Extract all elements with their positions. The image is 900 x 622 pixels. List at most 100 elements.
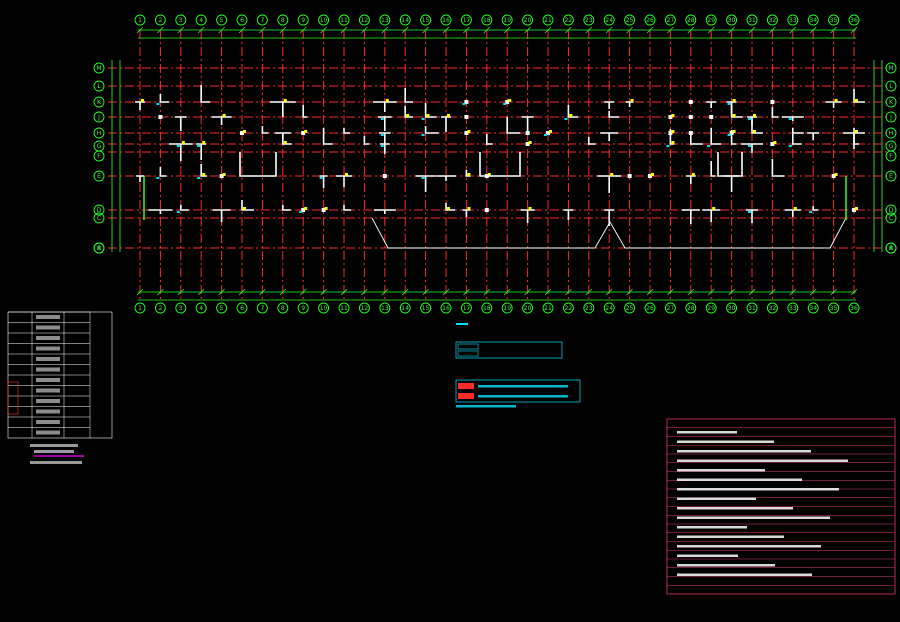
- dimension-tick: [218, 288, 225, 296]
- dimension-tick: [789, 26, 797, 34]
- bottom-axis-bubble-label: 7: [260, 305, 264, 312]
- dimension-tick: [809, 288, 817, 296]
- bottom-axis-bubble-label: 3: [179, 305, 183, 312]
- wall-segment: [792, 134, 802, 145]
- column-hatch: [243, 207, 246, 210]
- legend-swatch: [457, 343, 479, 350]
- left-row-bubble-label: D: [97, 207, 102, 214]
- dimension-tick: [707, 288, 715, 296]
- column-hatch: [855, 99, 858, 102]
- top-axis-bubble-label: 4: [199, 17, 203, 24]
- top-axis-bubble-label: 29: [707, 17, 715, 24]
- right-row-bubble: [885, 96, 897, 108]
- left-row-bubble: [93, 242, 105, 254]
- wall-segment: [751, 120, 763, 134]
- column: [158, 115, 163, 119]
- table-cell-text-mark: [36, 399, 60, 403]
- column-hatch: [753, 130, 756, 133]
- top-axis-bubble: [787, 14, 799, 26]
- wall-segment: [746, 209, 758, 223]
- bottom-axis-bubble: [705, 302, 717, 314]
- column-hatch: [283, 141, 287, 144]
- notes-text-mark: [677, 573, 812, 576]
- bottom-axis-bubble: [522, 302, 534, 314]
- bottom-axis-bubble: [297, 302, 309, 314]
- column-hatch: [834, 173, 838, 176]
- top-axis-bubble: [726, 14, 738, 26]
- dimension-tick: [585, 288, 593, 296]
- wall-segment: [604, 101, 615, 109]
- column-hatch: [426, 114, 430, 117]
- wall-segment: [597, 175, 622, 193]
- left-row-bubble: [93, 212, 105, 224]
- right-row-bubble: [885, 170, 897, 182]
- dimension-tick: [320, 26, 327, 34]
- column: [648, 174, 652, 178]
- column-hatch: [467, 173, 471, 176]
- legend-box-2: [455, 379, 581, 403]
- dimension-tick: [259, 26, 266, 34]
- column: [668, 115, 673, 119]
- column: [688, 100, 693, 104]
- column-hatch: [610, 173, 614, 176]
- left-row-bubble-label: L: [97, 83, 101, 90]
- wall-segment: [741, 143, 763, 153]
- wall-segment: [706, 101, 717, 108]
- bottom-axis-bubble: [501, 302, 513, 314]
- bottom-axis-bubble-label: 10: [320, 305, 328, 312]
- bottom-axis-bubble: [338, 302, 350, 314]
- wall-segment: [377, 116, 392, 131]
- top-axis-bubble: [236, 14, 248, 26]
- bottom-axis-bubble-label: 1: [138, 305, 142, 312]
- top-axis-bubble: [746, 14, 758, 26]
- rebar-mark: [788, 118, 792, 120]
- dimension-tick: [157, 288, 164, 296]
- left-row-bubble-label: E: [97, 173, 101, 180]
- wall-segment: [784, 209, 801, 217]
- rebar-mark: [421, 177, 425, 179]
- top-axis-bubble-label: 27: [667, 17, 675, 24]
- bottom-axis-bubble-label: 31: [748, 305, 756, 312]
- top-axis-bubble-label: 1: [138, 17, 142, 24]
- top-axis-bubble-label: 24: [605, 17, 613, 24]
- table-side-tag: [7, 381, 19, 415]
- wall-segment: [261, 126, 269, 134]
- wall-segment: [825, 101, 842, 108]
- stair-wall: [479, 152, 521, 177]
- top-axis-bubble-label: 28: [687, 17, 695, 24]
- top-axis-bubble-label: 26: [646, 17, 654, 24]
- wall-segment: [269, 101, 296, 117]
- column-hatch: [467, 207, 471, 210]
- top-axis-bubble-label: 36: [850, 17, 858, 24]
- top-axis-bubble-label: 6: [240, 17, 244, 24]
- legend-panel: [455, 323, 581, 408]
- dimension-tick: [442, 26, 450, 34]
- dimension-tick: [238, 288, 246, 296]
- bottom-axis-bubble-label: 36: [850, 305, 858, 312]
- column: [627, 174, 632, 178]
- notes-panel: [666, 418, 896, 595]
- bottom-axis-bubble-label: 33: [789, 305, 797, 312]
- bottom-axis-bubble-label: 13: [381, 305, 389, 312]
- wall-segment: [702, 209, 721, 222]
- wall-segment: [322, 128, 333, 145]
- wall-segment: [241, 200, 254, 211]
- dimension-tick: [361, 26, 368, 34]
- wall-segment: [415, 175, 436, 192]
- top-axis-bubble-label: 35: [830, 17, 838, 24]
- top-axis-bubble-label: 16: [442, 17, 450, 24]
- dimension-tick: [381, 26, 389, 34]
- table-cell-text-mark: [36, 325, 60, 330]
- column: [464, 115, 469, 119]
- top-axis-bubble-label: 14: [401, 17, 409, 24]
- right-row-bubble-label: F: [889, 153, 893, 160]
- column-hatch: [855, 207, 858, 210]
- dimension-tick: [381, 288, 389, 296]
- top-axis-bubble-label: 13: [381, 17, 389, 24]
- top-axis-bubble: [440, 14, 452, 26]
- wall-segment: [373, 209, 396, 214]
- bottom-axis-bubble-label: 20: [524, 305, 532, 312]
- left-row-bubble: [93, 62, 105, 74]
- legend-box: [455, 341, 563, 359]
